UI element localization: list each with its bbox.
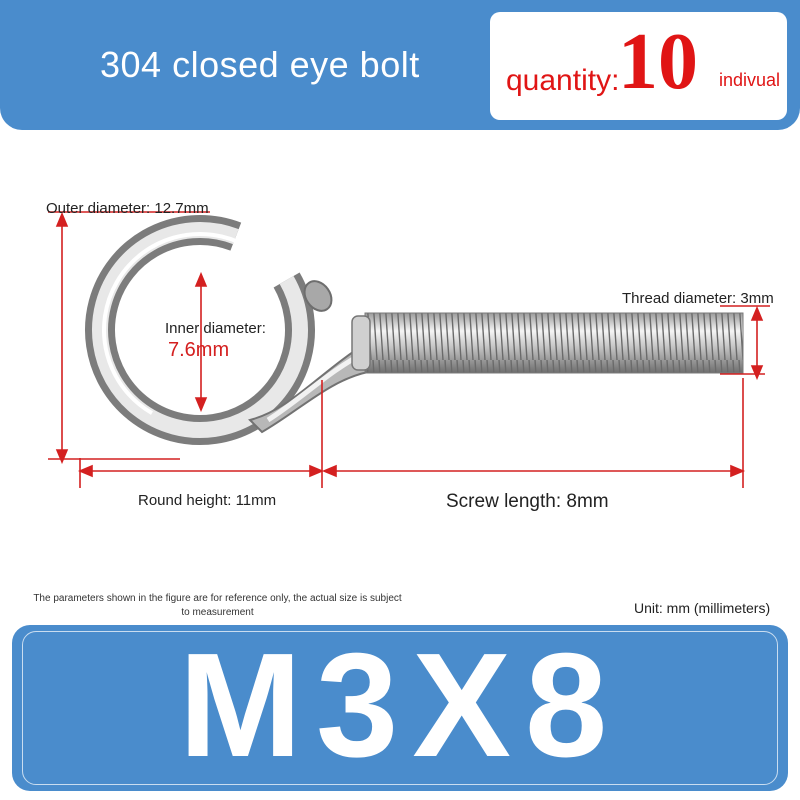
size-panel-border bbox=[22, 631, 778, 785]
shank-collar bbox=[351, 315, 371, 371]
size-panel: M3X8 bbox=[12, 625, 788, 791]
eye-bolt-diagram: Outer diameter: 12.7mm Inner diameter: 7… bbox=[0, 140, 800, 580]
size-spec: M3X8 bbox=[178, 623, 622, 788]
screw-length-label: Screw length: 8mm bbox=[446, 491, 609, 512]
outer-diameter-label: Outer diameter: 12.7mm bbox=[46, 200, 209, 217]
inner-diameter-value: 7.6mm bbox=[168, 339, 230, 361]
quantity-box: quantity: 10 indivual bbox=[490, 12, 787, 120]
eye-bolt-illustration bbox=[48, 211, 770, 488]
inner-diameter-label: Inner diameter: bbox=[165, 320, 266, 337]
eye-ring-shine bbox=[102, 232, 298, 428]
quantity-unit: indivual bbox=[719, 70, 781, 90]
unit-note: Unit: mm (millimeters) bbox=[634, 600, 771, 616]
thread-diameter-label: Thread diameter: 3mm bbox=[622, 290, 774, 307]
round-height-label: Round height: 11mm bbox=[138, 492, 277, 509]
reference-note: The parameters shown in the figure are f… bbox=[33, 593, 402, 618]
quantity-label: quantity: bbox=[506, 64, 620, 97]
eye-ring-highlight bbox=[91, 222, 308, 438]
header-banner: 304 closed eye bolt quantity: 10 indivua… bbox=[0, 0, 800, 130]
eye-ring-tip bbox=[303, 280, 333, 312]
quantity-value: 10 bbox=[618, 18, 698, 106]
product-title: 304 closed eye bolt bbox=[100, 44, 420, 85]
